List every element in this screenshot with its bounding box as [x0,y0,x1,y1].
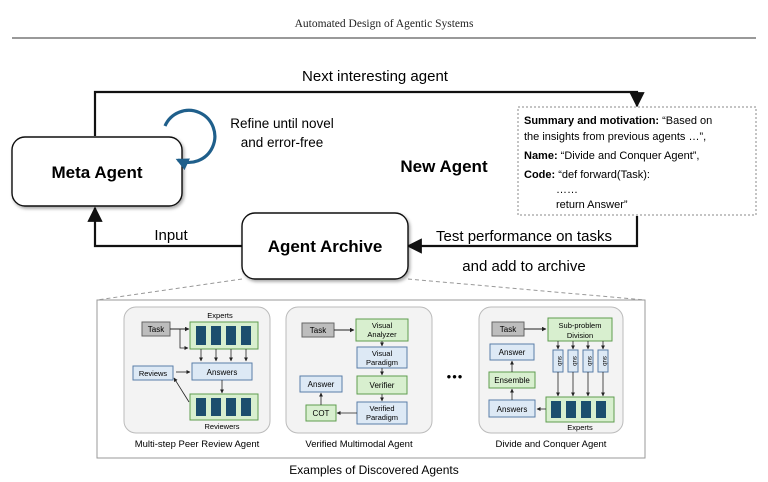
pr-reviews-label: Reviews [139,369,168,378]
mm-visual-analyzer-2: Analyzer [367,330,397,339]
mm-visual-paradigm-1: Visual [372,349,393,358]
pr-reviewer-block [211,398,221,416]
pr-expert-block [241,326,251,345]
dc-answer-label: Answer [499,348,526,357]
divide-conquer-agent: Task Sub-problem Division sub sub sub su… [478,306,624,450]
mm-visual-paradigm-2: Paradigm [366,358,398,367]
dc-subproblem-2: Division [567,331,593,340]
pr-reviews-box [132,365,174,381]
dc-sub-label: sub [571,356,577,366]
dc-expert-block [596,401,606,418]
agent-archive-label: Agent Archive [268,237,383,256]
zoom-line-right [407,278,646,301]
pr-arrow [173,377,190,403]
code-line: Code: “def forward(Task): [524,169,650,181]
dc-caption: Divide and Conquer Agent [496,439,607,450]
mm-answer-box [299,375,343,393]
dc-expert-block [581,401,591,418]
dc-subproblem-box [547,317,613,342]
pr-reviewer-block [226,398,236,416]
pr-experts-label: Experts [207,311,233,320]
zoom-line-left [96,278,243,301]
mm-verified-paradigm-1: Verified [369,404,394,413]
dc-subproblem-1: Sub-problem [559,321,602,330]
dc-ensemble-label: Ensemble [494,376,530,385]
dc-sub-column: sub [582,341,594,397]
dc-answers-label: Answers [497,405,528,414]
next-agent-label: Next interesting agent [302,68,449,85]
summary-line-1: Summary and motivation: “Based on [524,115,712,127]
next-agent-arrow [93,90,645,136]
refine-label-1: Refine until novel [230,116,334,131]
test-performance-arrow [406,216,639,254]
pr-expert-block [196,326,206,345]
mm-caption: Verified Multimodal Agent [305,439,413,450]
summary-line-2: the insights from previous agents …”, [524,131,706,143]
dc-sub-column: sub [552,341,564,397]
pr-reviewer-block [241,398,251,416]
code-return: return Answer” [556,199,628,211]
test-label-2: and add to archive [462,258,585,275]
code-dots: …… [556,184,578,196]
new-agent-details-box [517,106,757,216]
refine-loop-arrow [163,108,217,171]
mm-task-label: Task [310,326,327,335]
mm-verifier-label: Verifier [370,381,395,390]
dc-task-label: Task [500,325,517,334]
dc-sub-column: sub [567,341,579,397]
input-label: Input [154,227,188,244]
dc-sub-label: sub [556,356,562,366]
peer-review-agent: Task Experts Answers Reviews Reviewers M… [123,306,271,450]
more-agents-ellipsis: ••• [447,369,464,384]
pr-arrow [179,329,189,350]
refine-label-2: and error-free [241,135,324,150]
dc-answer-box [489,343,535,361]
test-label-1: Test performance on tasks [436,228,612,245]
mm-answer-label: Answer [308,380,335,389]
dc-sub-column: sub [597,341,609,397]
dc-expert-block [566,401,576,418]
mm-verified-paradigm-2: Paradigm [366,413,398,422]
mm-visual-analyzer-1: Visual [372,321,393,330]
pr-reviewer-block [196,398,206,416]
page-header: Automated Design of Agentic Systems [295,18,474,30]
mm-cot-label: COT [313,409,330,418]
pr-expert-block [211,326,221,345]
pr-task-label: Task [148,325,165,334]
dc-experts-label: Experts [567,423,593,432]
new-agent-label: New Agent [400,157,488,176]
pr-answers-label: Answers [207,368,238,377]
meta-agent-box [11,136,183,207]
examples-title: Examples of Discovered Agents [289,463,458,477]
pr-reviewers-label: Reviewers [204,422,239,431]
dc-sub-label: sub [586,356,592,366]
dc-expert-block [551,401,561,418]
agent-archive-box [241,212,409,280]
multimodal-agent: Task Visual Analyzer Visual Paradigm Ver… [285,306,433,450]
dc-sub-label: sub [601,356,607,366]
input-arrow [87,206,242,248]
name-line: Name: “Divide and Conquer Agent”, [524,150,700,162]
pr-expert-block [226,326,236,345]
pr-caption: Multi-step Peer Review Agent [135,439,260,450]
meta-agent-label: Meta Agent [52,163,143,182]
